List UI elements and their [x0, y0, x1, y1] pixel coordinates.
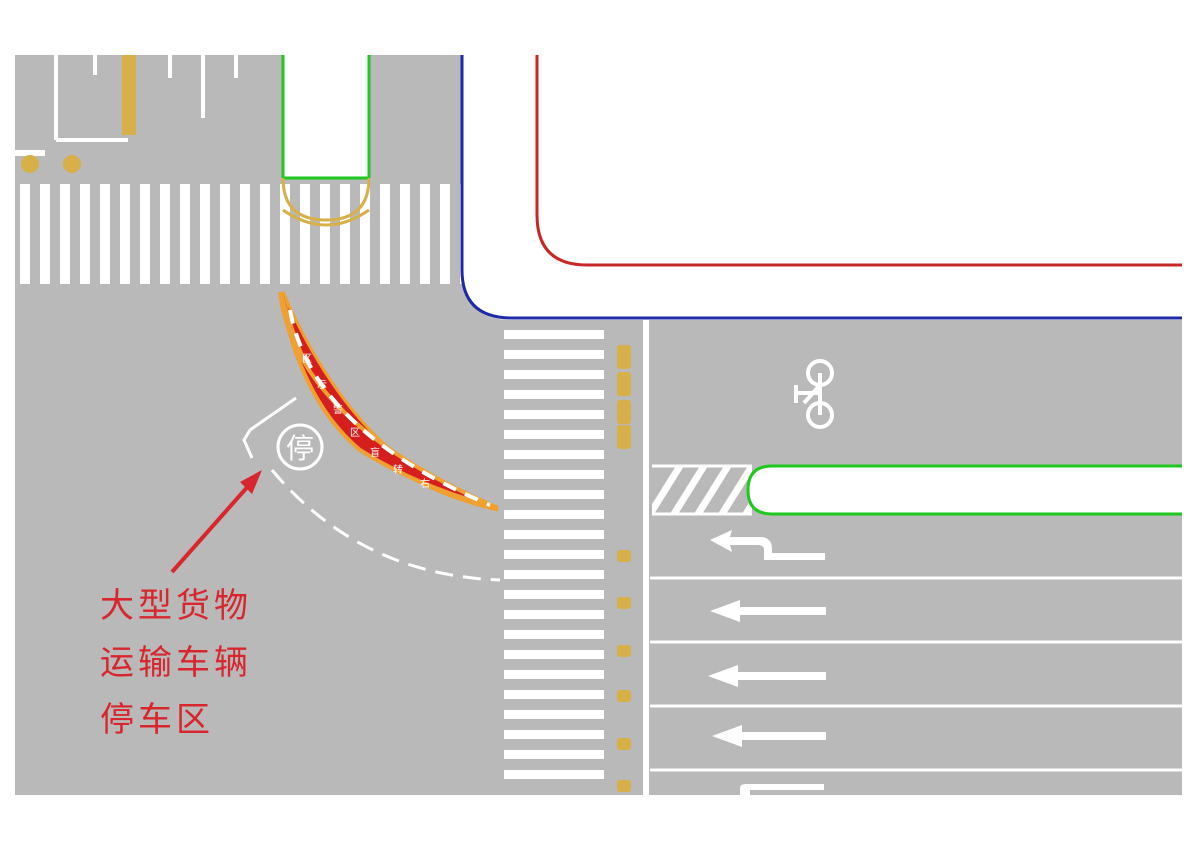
crosswalk-stripe	[504, 470, 604, 479]
crosswalk-stripe	[504, 370, 604, 379]
crosswalk-stripe	[504, 510, 604, 519]
zone-text-char: 警	[333, 403, 343, 416]
crosswalk-stripe	[360, 184, 370, 284]
crosswalk-stripe	[504, 410, 604, 419]
yellow-dash	[617, 425, 631, 449]
zone-text-char: 盲	[370, 446, 380, 459]
right-crosswalk	[504, 330, 604, 779]
crosswalk-stripe	[504, 550, 604, 559]
yellow-dash	[617, 738, 631, 750]
crosswalk-stripe	[504, 450, 604, 459]
yellow-dash	[617, 780, 631, 792]
crosswalk-stripe	[504, 670, 604, 679]
straight-arrow-icon	[710, 600, 826, 622]
yellow-dash	[617, 597, 631, 609]
zone-text-char: 区	[350, 427, 360, 439]
crosswalk-stripe	[220, 184, 230, 284]
crosswalk-stripe	[504, 350, 604, 359]
zone-text-char: 右	[420, 477, 430, 490]
crosswalk-stripe	[280, 184, 290, 284]
crosswalk-stripe	[504, 330, 604, 339]
blind-zone-dashed-edge	[288, 309, 491, 507]
crosswalk-stripe	[460, 184, 470, 284]
arrow-icon	[170, 470, 262, 574]
crosswalk-stripe	[240, 184, 250, 284]
crosswalk-stripe	[60, 184, 70, 284]
crosswalk-stripe	[504, 650, 604, 659]
crosswalk-stripe	[320, 184, 330, 284]
crosswalk-stripe	[100, 184, 110, 284]
crosswalk-stripe	[420, 184, 430, 284]
crosswalk-stripe	[504, 490, 604, 499]
crosswalk-stripe	[20, 184, 30, 284]
crosswalk-stripe	[504, 390, 604, 399]
crosswalk-stripe	[140, 184, 150, 284]
zone-text-char: 示	[317, 380, 327, 391]
yellow-center-dashes	[617, 345, 631, 792]
crosswalk-stripe	[300, 184, 310, 284]
crosswalk-stripe	[120, 184, 130, 284]
annotation-line: 大型货物	[100, 586, 252, 626]
right-median-island	[652, 464, 1182, 516]
left-turn-arrow-icon	[710, 530, 825, 560]
zone-text-char: 转	[393, 463, 403, 476]
crosswalk-stripe	[504, 610, 604, 619]
straight-arrow-icon	[712, 725, 826, 747]
crosswalk-stripe	[400, 184, 410, 284]
crosswalk-stripe	[504, 730, 604, 739]
annotation-line: 运输车辆	[100, 643, 252, 683]
annotation-line: 停车区	[100, 700, 214, 740]
top-crosswalk	[20, 184, 470, 284]
crosswalk-stripe	[340, 184, 350, 284]
crosswalk-stripe	[504, 770, 604, 779]
parking-sign-char: 停	[286, 432, 314, 465]
annotation-label: 大型货物 运输车辆 停车区	[100, 578, 360, 749]
lane-lines	[650, 576, 1182, 772]
crosswalk-stripe	[440, 184, 450, 284]
crosswalk-stripe	[200, 184, 210, 284]
straight-arrow-icon	[708, 665, 826, 687]
zone-text-char: 区	[302, 353, 312, 365]
crosswalk-stripe	[40, 184, 50, 284]
crosswalk-stripe	[180, 184, 190, 284]
crosswalk-stripe	[504, 430, 604, 439]
yellow-dash	[617, 400, 631, 424]
crosswalk-stripe	[504, 710, 604, 719]
crosswalk-stripe	[380, 184, 390, 284]
top-median-island	[281, 55, 371, 227]
parking-sign: 停	[242, 396, 324, 471]
yellow-dash	[617, 690, 631, 702]
parking-zone-dashed-boundary	[270, 469, 501, 582]
yellow-dash	[617, 645, 631, 657]
crosswalk-stripe	[504, 530, 604, 539]
corner-sidewalk	[460, 55, 1182, 320]
yellow-dash	[617, 550, 631, 562]
crosswalk-stripe	[504, 570, 604, 579]
yellow-dash	[617, 345, 631, 369]
crosswalk-stripe	[260, 184, 270, 284]
crosswalk-stripe	[504, 690, 604, 699]
top-left-stall-markings	[15, 55, 238, 173]
yellow-dash	[617, 372, 631, 396]
bicycle-icon	[794, 359, 834, 429]
crosswalk-stripe	[504, 630, 604, 639]
crosswalk-stripe	[160, 184, 170, 284]
crosswalk-stripe	[80, 184, 90, 284]
crosswalk-stripe	[504, 750, 604, 759]
crosswalk-stripe	[504, 590, 604, 599]
